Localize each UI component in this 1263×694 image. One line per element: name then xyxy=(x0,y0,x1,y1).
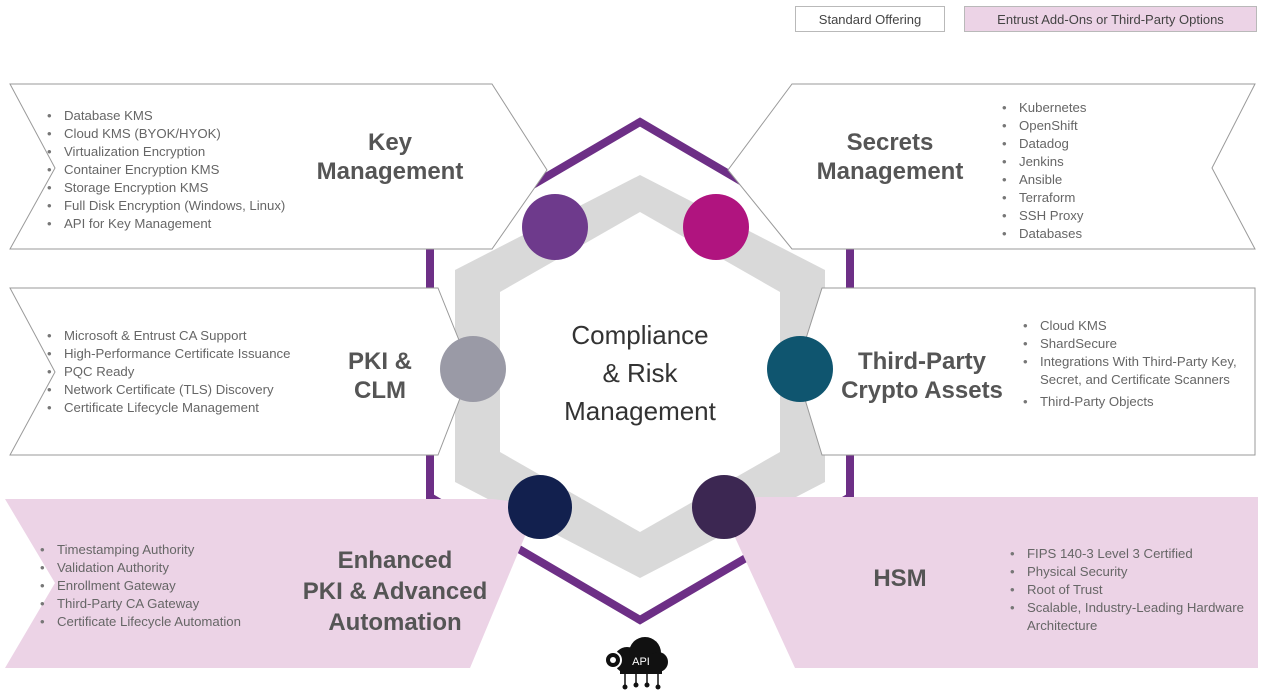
list-item: FIPS 140-3 Level 3 Certified xyxy=(1010,545,1247,563)
list-item: Timestamping Authority xyxy=(40,541,241,559)
list-item: Kubernetes xyxy=(1002,99,1087,117)
inner-white-hexagon xyxy=(500,212,780,532)
title-line: CLM xyxy=(354,377,406,404)
node-secrets-management xyxy=(683,194,749,260)
third-party-title: Third-Party Crypto Assets xyxy=(828,347,1016,405)
title-line: Crypto Assets xyxy=(841,377,1003,404)
panel-secrets-management-shape xyxy=(727,83,1256,250)
list-item: Database KMS xyxy=(47,107,285,125)
node-enhanced-pki xyxy=(508,475,572,539)
list-item: High-Performance Certificate Issuance xyxy=(47,345,291,363)
list-item: Storage Encryption KMS xyxy=(47,179,285,197)
list-item: Ansible xyxy=(1002,171,1086,189)
list-item: OpenShift xyxy=(1002,117,1086,135)
legend-addons: Entrust Add-Ons or Third-Party Options xyxy=(964,6,1257,32)
list-item: Third-Party Objects xyxy=(1023,393,1260,411)
list-item: Certificate Lifecycle Automation xyxy=(40,613,241,631)
title-line: Management xyxy=(816,158,964,185)
center-title-line-2: & Risk xyxy=(602,358,678,388)
secrets-management-list: Kubernetes OpenShift Datadog Jenkins Ans… xyxy=(997,99,1087,243)
list-item: Root of Trust xyxy=(1010,581,1247,599)
list-item: Physical Security xyxy=(1010,563,1247,581)
legend-standard-offering: Standard Offering xyxy=(795,6,945,32)
list-item: Terraform xyxy=(1002,189,1086,207)
list-item: Validation Authority xyxy=(40,559,241,577)
list-item: SSH Proxy xyxy=(1002,207,1086,225)
list-item: Enrollment Gateway xyxy=(40,577,241,595)
cloud-api-icon: API xyxy=(604,637,668,690)
secrets-management-title: Secrets Management xyxy=(800,128,980,186)
pki-clm-title: PKI & CLM xyxy=(330,347,430,405)
title-line: Key xyxy=(367,129,413,156)
key-management-list: Database KMS Cloud KMS (BYOK/HYOK) Virtu… xyxy=(42,107,285,233)
list-item: Third-Party CA Gateway xyxy=(40,595,241,613)
list-item: API for Key Management xyxy=(47,215,285,233)
title-line: Enhanced xyxy=(337,547,453,574)
node-key-management xyxy=(522,194,588,260)
list-item: Databases xyxy=(1002,225,1086,243)
center-title-line-3: Management xyxy=(564,396,716,426)
list-item: Microsoft & Entrust CA Support xyxy=(47,327,290,345)
third-party-list: Cloud KMS ShardSecure Integrations With … xyxy=(1018,317,1260,411)
list-item: Cloud KMS (BYOK/HYOK) xyxy=(47,125,285,143)
node-hsm xyxy=(692,475,756,539)
hsm-title: HSM xyxy=(850,564,950,593)
title-line: Third-Party xyxy=(857,348,986,375)
list-item: ShardSecure xyxy=(1023,335,1260,353)
list-item: Virtualization Encryption xyxy=(47,143,285,161)
list-item: Datadog xyxy=(1002,135,1086,153)
list-item: Cloud KMS xyxy=(1023,317,1260,335)
center-title: Compliance & Risk Management xyxy=(520,316,760,430)
center-title-line-1: Compliance xyxy=(571,320,709,350)
title-line: HSM xyxy=(873,565,927,592)
list-item: PQC Ready xyxy=(47,363,290,381)
list-item: Full Disk Encryption (Windows, Linux) xyxy=(47,197,285,215)
list-item: Container Encryption KMS xyxy=(47,161,285,179)
list-item: Certificate Lifecycle Management xyxy=(47,399,290,417)
list-item: Network Certificate (TLS) Discovery xyxy=(47,381,290,399)
title-line: Secrets xyxy=(846,129,934,156)
hsm-list: FIPS 140-3 Level 3 Certified Physical Se… xyxy=(1005,545,1247,635)
title-line: PKI & xyxy=(347,348,412,375)
api-label: API xyxy=(632,656,650,668)
enhanced-pki-title: Enhanced PKI & Advanced Automation xyxy=(285,545,505,638)
key-management-title: Key Management xyxy=(300,128,480,186)
title-line: Management xyxy=(316,158,464,185)
list-item: Integrations With Third-Party Key, Secre… xyxy=(1023,353,1260,389)
node-pki-clm xyxy=(440,336,506,402)
enhanced-pki-list: Timestamping Authority Validation Author… xyxy=(35,541,241,631)
pki-clm-list: Microsoft & Entrust CA Support High-Perf… xyxy=(42,327,291,417)
list-item: Jenkins xyxy=(1002,153,1086,171)
list-item: Scalable, Industry-Leading Hardware Arch… xyxy=(1010,599,1247,635)
title-line: Automation xyxy=(328,609,462,636)
node-third-party xyxy=(767,336,833,402)
title-line: PKI & Advanced xyxy=(302,578,488,605)
